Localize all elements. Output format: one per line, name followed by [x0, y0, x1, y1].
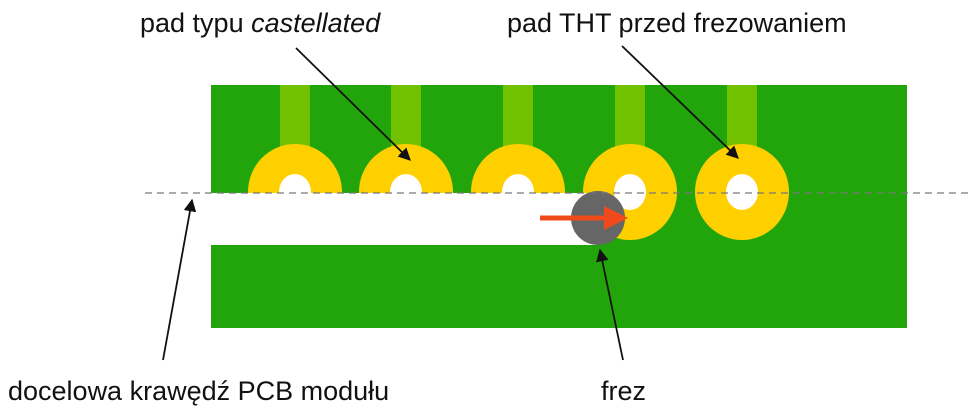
trace [727, 85, 757, 155]
pad-hole [726, 174, 758, 210]
castellated-pointer [295, 47, 411, 161]
milled-slot [211, 193, 599, 245]
target-edge-label: docelowa krawędź PCB modułu [8, 376, 390, 406]
trace [615, 85, 645, 155]
label-italic-text: castellated [251, 8, 381, 38]
tht-pointer [621, 45, 739, 159]
label-text: pad typu [140, 8, 252, 38]
mill-label: frez [601, 376, 647, 406]
edge-pointer [162, 198, 197, 361]
castellated-pad-label: pad typu castellated [140, 8, 380, 39]
mill-direction-arrow [540, 206, 628, 230]
mill-pointer [596, 248, 624, 361]
trace [503, 85, 533, 155]
tht-pad-label: pad THT przed frezowaniem [507, 8, 847, 38]
trace [391, 85, 421, 155]
trace [280, 85, 310, 155]
pad-hole [614, 174, 646, 210]
